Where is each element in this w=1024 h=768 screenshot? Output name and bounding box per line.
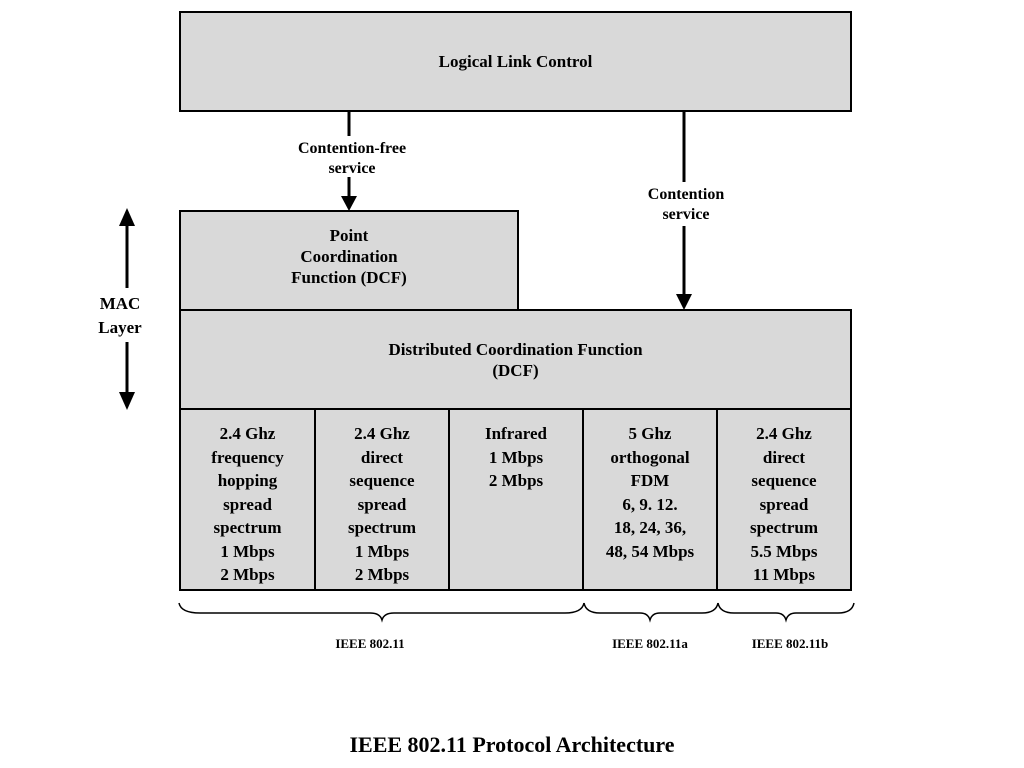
pcf-label: Point Coordination Function (DCF): [291, 226, 407, 287]
dcf-label: Distributed Coordination Function (DCF): [388, 339, 643, 380]
phy-cell-ofdm-label: 5 Ghz orthogonal FDM 6, 9. 12. 18, 24, 3…: [605, 424, 695, 561]
phy-cell-ofdm: 5 Ghz orthogonal FDM 6, 9. 12. 18, 24, 3…: [582, 408, 718, 591]
brace-802-11: [178, 602, 585, 623]
mac-arrow-up-head: [119, 208, 135, 226]
contention-free-label: Contention-free service: [297, 140, 407, 177]
mac-layer-label: MAC Layer: [98, 294, 142, 337]
brace-802-11a: [583, 602, 719, 623]
contention-label: Contention service: [647, 186, 725, 223]
mac-arrow-down-head: [119, 392, 135, 410]
standard-label-802-11a: IEEE 802.11a: [612, 636, 688, 651]
phy-cell-infrared-label: Infrared 1 Mbps 2 Mbps: [484, 424, 547, 490]
phy-cell-dsss: 2.4 Ghz direct sequence spread spectrum …: [314, 408, 450, 591]
phy-cell-dsss-label: 2.4 Ghz direct sequence spread spectrum …: [348, 424, 416, 584]
dcf-box: Distributed Coordination Function (DCF): [179, 309, 852, 410]
standard-label-802-11b: IEEE 802.11b: [751, 636, 829, 651]
phy-cell-hr-dsss: 2.4 Ghz direct sequence spread spectrum …: [716, 408, 852, 591]
brace-802-11b: [717, 602, 855, 623]
contention-free-arrowhead: [341, 196, 357, 211]
phy-cell-fhss-label: 2.4 Ghz frequency hopping spread spectru…: [211, 424, 284, 584]
phy-cell-hr-dsss-label: 2.4 Ghz direct sequence spread spectrum …: [750, 424, 818, 584]
diagram-title: IEEE 802.11 Protocol Architecture: [349, 732, 675, 757]
phy-cell-infrared: Infrared 1 Mbps 2 Mbps: [448, 408, 584, 591]
contention-arrowhead: [676, 294, 692, 310]
llc-box: Logical Link Control: [179, 11, 852, 112]
llc-label: Logical Link Control: [438, 52, 593, 71]
pcf-box: Point Coordination Function (DCF): [179, 210, 519, 311]
standard-label-802-11: IEEE 802.11: [335, 636, 405, 651]
